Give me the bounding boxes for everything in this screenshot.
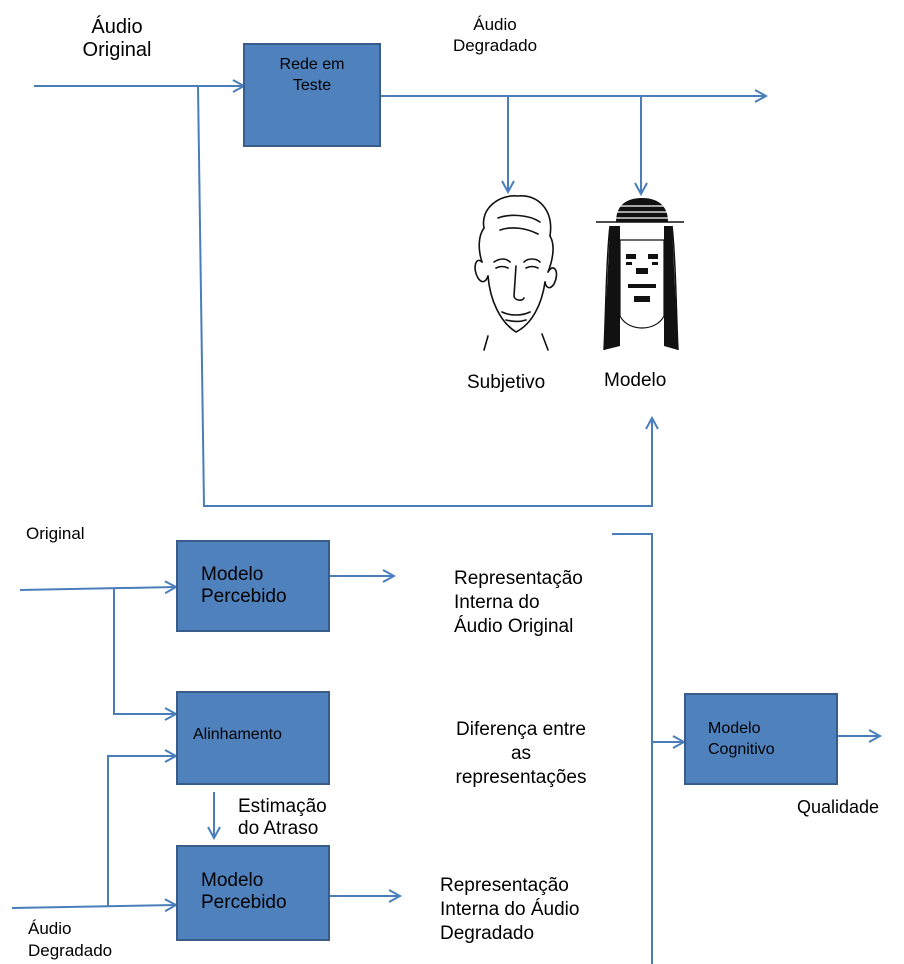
degraded-input-label: Áudio Degradado [28,918,112,962]
cognitive-model-box [684,693,838,785]
degraded-to-alignment-arrow [107,756,176,906]
network-under-test-box [243,43,381,147]
degraded-input-line-2: Degradado [28,941,113,960]
network-line-1: Rede em [279,56,345,73]
difference-line-3: representações [455,767,587,788]
subjective-face-icon [474,195,558,351]
perceived-bottom-line-2: Percebido [201,892,287,913]
network-under-test-text: Rede em Teste [244,54,380,96]
representations-bracket [612,533,653,964]
alignment-box [176,691,330,785]
difference-line-2: as [510,743,532,764]
internal-degraded-label: Representação Interna do Áudio Degradado [440,874,579,946]
alignment-text: Alinhamento [193,726,282,743]
perceived-model-box-bottom [176,845,330,941]
audio-original-label: Áudio Original [62,16,172,62]
perceived-bottom-line-1: Modelo [201,870,264,891]
audio-degraded-line-1: Áudio [473,15,517,34]
delay-line-2: do Atraso [238,818,319,839]
original-to-alignment-arrow [113,589,176,714]
degraded-input-arrow [11,905,176,908]
model-label: Modelo [604,370,667,391]
internal-degraded-line-1: Representação [440,875,569,896]
subjective-label: Subjetivo [467,372,546,393]
audio-original-line-1: Áudio [91,16,143,38]
cognitive-model-text: Modelo Cognitivo [708,718,775,760]
internal-original-label: Representação Interna do Áudio Original [454,567,583,639]
cognitive-line-1: Modelo [708,720,761,737]
network-line-2: Teste [292,77,332,94]
internal-original-line-1: Representação [454,568,583,589]
perceived-model-top-text: Modelo Percebido [201,564,287,608]
perceived-top-line-2: Percebido [201,586,287,607]
internal-degraded-line-2: Interna do Áudio [440,899,580,920]
perceived-model-box-top [176,540,330,632]
delay-estimation-label: Estimação do Atraso [238,796,327,840]
perceived-model-bottom-text: Modelo Percebido [201,870,287,914]
internal-original-line-3: Áudio Original [454,616,574,637]
cognitive-line-2: Cognitivo [708,741,775,758]
original-label: Original [26,524,85,543]
perceived-top-line-1: Modelo [201,564,264,585]
quality-label: Qualidade [797,797,880,817]
delay-line-1: Estimação [238,796,327,817]
audio-degraded-line-2: Degradado [452,36,538,55]
audio-degraded-label: Áudio Degradado [440,14,550,56]
audio-original-line-2: Original [82,39,152,61]
degraded-input-line-1: Áudio [28,919,72,938]
original-input-arrow [19,587,176,590]
internal-original-line-2: Interna do [454,592,540,613]
difference-label: Diferença entre as representações [428,718,614,790]
model-face-icon [596,198,684,351]
difference-line-1: Diferença entre [456,719,586,740]
reference-path [197,85,652,507]
internal-degraded-line-3: Degradado [440,923,535,944]
